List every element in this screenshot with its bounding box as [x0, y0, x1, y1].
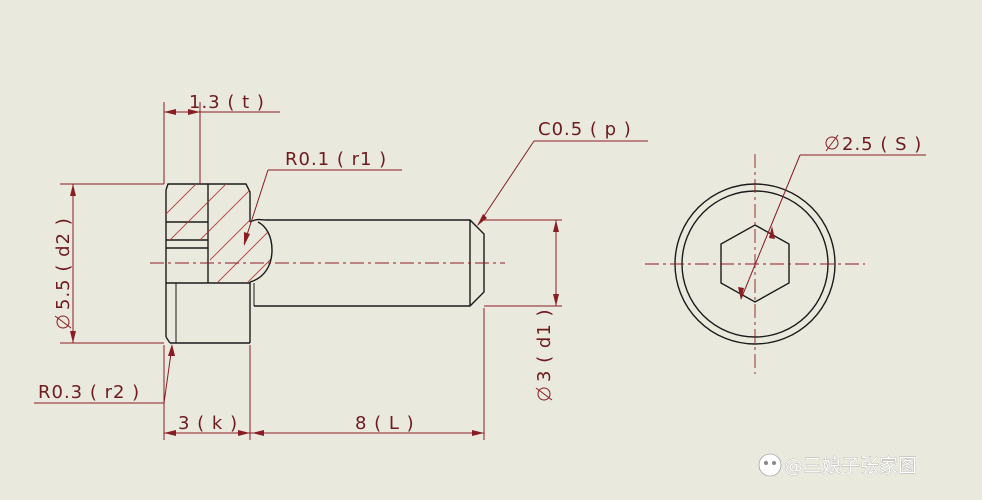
watermark-text: @三娘子张家图: [784, 455, 917, 477]
hex-socket: [720, 224, 790, 303]
dimension-d1: [484, 219, 562, 307]
dimension-r2: [34, 344, 175, 404]
label-k: 3 ( k ): [178, 413, 238, 434]
watermark-logo-eye-right: [772, 461, 776, 465]
dimension-p: [477, 140, 648, 226]
label-r2: R0.3 ( r2 ): [38, 382, 140, 403]
label-d1-group: 3 ( d1 ): [534, 308, 555, 401]
bolt-head: [165, 183, 251, 344]
dimension-L: [250, 308, 485, 440]
dimension-k: [163, 345, 251, 440]
dimension-s: [738, 154, 926, 300]
dimension-r1: [243, 169, 402, 246]
label-s-group: 2.5 ( S ): [825, 134, 922, 155]
label-s: 2.5 ( S ): [842, 134, 922, 155]
dimension-d2: [60, 183, 164, 344]
label-d2: 5.5 ( d2 ): [53, 217, 74, 310]
label-L: 8 ( L ): [355, 413, 415, 434]
label-r1: R0.1 ( r1 ): [285, 149, 387, 170]
label-d2-group: 5.5 ( d2 ): [53, 217, 74, 329]
watermark-logo-icon: [758, 453, 782, 477]
section-hatching: [166, 184, 272, 283]
label-t: 1.3 ( t ): [189, 92, 265, 113]
watermark-logo-eye-left: [764, 461, 768, 465]
watermark: @三娘子张家图: [758, 453, 917, 477]
label-d1: 3 ( d1 ): [534, 308, 555, 382]
label-p: C0.5 ( p ): [538, 119, 632, 140]
dimension-t: [163, 102, 280, 184]
